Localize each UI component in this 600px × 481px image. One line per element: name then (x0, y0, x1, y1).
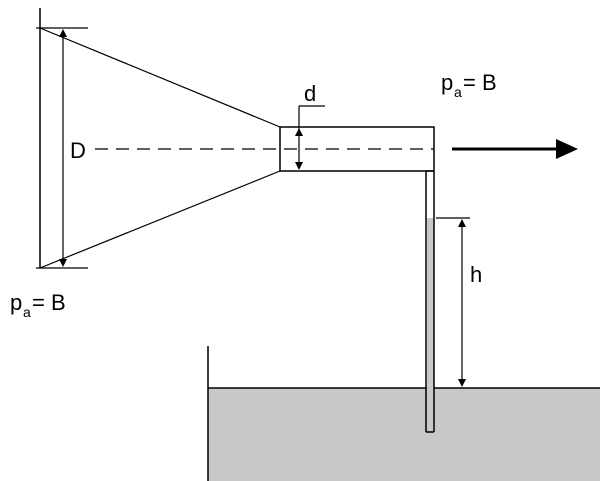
cone-lower (39, 170, 281, 269)
label-pa-right: p a = B (441, 70, 497, 100)
label-pa-left: p a = B (10, 290, 66, 320)
label-D: D (70, 138, 86, 163)
svg-text:a: a (454, 84, 462, 100)
cone-upper (39, 27, 281, 128)
tube-liquid (427, 218, 434, 430)
svg-text:p: p (10, 290, 22, 315)
svg-text:= B: = B (32, 290, 66, 315)
liquid-reservoir (208, 388, 600, 481)
svg-text:p: p (441, 70, 453, 95)
flow-arrow-head (556, 139, 578, 159)
label-h: h (470, 262, 482, 287)
svg-text:= B: = B (463, 70, 497, 95)
label-d: d (304, 81, 316, 106)
svg-text:a: a (23, 304, 31, 320)
